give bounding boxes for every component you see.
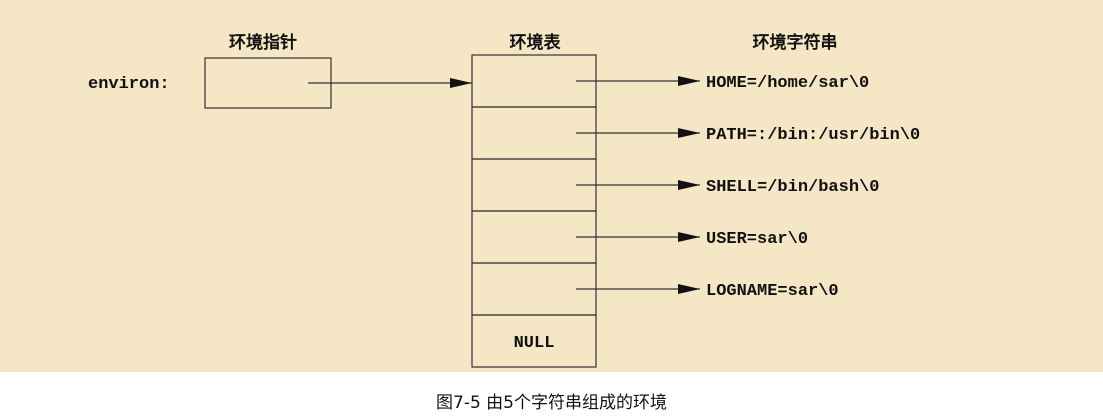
env-string: LOGNAME=sar\0 — [706, 282, 839, 301]
environ-label: environ: — [88, 75, 170, 94]
table-cell-null — [471, 314, 597, 368]
environment-diagram: 环境指针 环境表 环境字符串 environ: NULL HOME=/home/… — [88, 32, 920, 368]
null-label: NULL — [514, 334, 555, 353]
header-table: 环境表 — [510, 32, 562, 53]
header-strings: 环境字符串 — [753, 32, 838, 53]
env-string: USER=sar\0 — [706, 230, 808, 249]
env-string: SHELL=/bin/bash\0 — [706, 178, 879, 197]
env-string: HOME=/home/sar\0 — [706, 74, 869, 93]
env-string: PATH=:/bin:/usr/bin\0 — [706, 126, 920, 145]
environment-table: NULL — [471, 54, 597, 368]
figure-panel: 环境指针 环境表 环境字符串 environ: NULL HOME=/home/… — [0, 0, 1103, 372]
header-pointer: 环境指针 — [229, 32, 297, 53]
figure-caption: 图7-5 由5个字符串组成的环境 — [436, 393, 667, 413]
